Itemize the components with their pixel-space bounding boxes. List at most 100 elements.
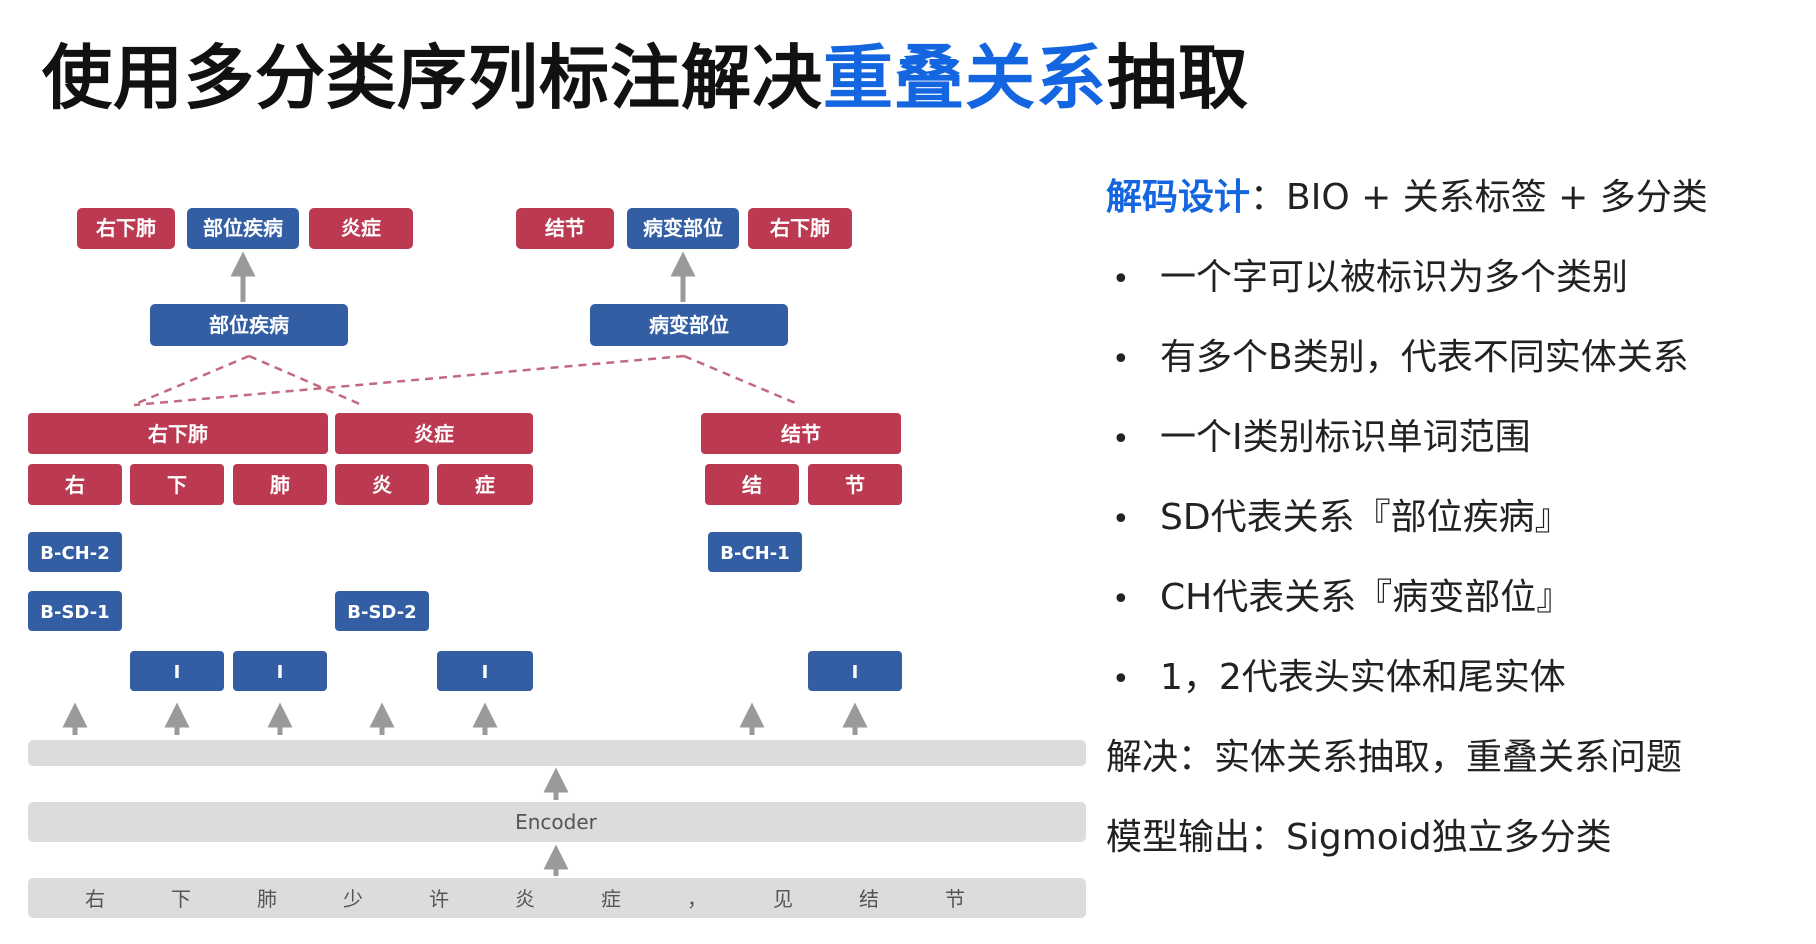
relation-box-left xyxy=(150,304,348,346)
bullet-icon: • xyxy=(1112,662,1130,697)
bullet-text: 一个I类别标识单词范围 xyxy=(1160,417,1531,458)
char-box xyxy=(28,464,122,505)
bullet-item: • 1，2代表头实体和尾实体 xyxy=(1106,638,1806,718)
output-box xyxy=(627,208,739,249)
char-box xyxy=(705,464,799,505)
bullet-icon: • xyxy=(1112,422,1130,457)
input-bar xyxy=(28,878,1086,918)
input-token: 节 xyxy=(945,887,965,911)
char-box xyxy=(808,464,902,505)
output-label: 部位疾病 xyxy=(203,216,283,240)
output-box xyxy=(748,208,852,249)
output-box xyxy=(309,208,413,249)
output-triple-left: 右下肺 部位疾病 炎症 xyxy=(77,208,413,249)
tag-box-i xyxy=(808,651,902,691)
encoder-label: Encoder xyxy=(515,810,598,834)
char-label: 症 xyxy=(475,473,495,497)
hidden-layer-bar xyxy=(28,740,1086,766)
tag-label: I xyxy=(852,662,859,683)
char-label: 节 xyxy=(845,473,865,497)
bullet-text: 1，2代表头实体和尾实体 xyxy=(1160,657,1566,698)
char-label: 右 xyxy=(65,473,85,497)
char-label: 下 xyxy=(167,473,187,497)
char-label: 肺 xyxy=(270,473,290,497)
tag-label: B-SD-2 xyxy=(347,602,416,623)
bullet-icon: • xyxy=(1112,582,1130,617)
tag-arrows xyxy=(62,702,868,735)
output-label: 右下肺 xyxy=(770,216,830,240)
bullet-icon: • xyxy=(1112,262,1130,297)
bullet-item: •一个字可以被标识为多个类别 xyxy=(1106,238,1806,318)
relation-label-right: 病变部位 xyxy=(649,313,729,337)
char-row: 右 下 肺 炎 症 结 节 xyxy=(28,464,902,505)
title-highlight: 重叠关系 xyxy=(823,37,1107,119)
bullet-icon: • xyxy=(1112,342,1130,377)
output-label: 结节 xyxy=(545,216,585,240)
encoder-bar xyxy=(28,802,1086,842)
input-token: 许 xyxy=(429,887,449,911)
output-box xyxy=(516,208,614,249)
tag-label: B-CH-2 xyxy=(40,543,109,564)
input-token: 症 xyxy=(601,887,621,911)
tag-label: I xyxy=(277,662,284,683)
input-token: 见 xyxy=(773,887,793,911)
bullet-item: • 一个I类别标识单词范围 xyxy=(1106,398,1806,478)
output-label: 病变部位 xyxy=(643,216,723,240)
char-label: 结 xyxy=(742,473,762,497)
entity-label: 右下肺 xyxy=(148,422,208,446)
relation-links xyxy=(132,354,801,407)
page-title: 使用多分类序列标注解决重叠关系抽取 xyxy=(42,22,1249,123)
relation-label-left: 部位疾病 xyxy=(209,313,289,337)
tag-label: I xyxy=(174,662,181,683)
output-box xyxy=(77,208,175,249)
char-box xyxy=(335,464,429,505)
input-token: 炎 xyxy=(515,887,535,911)
tag-label: I xyxy=(482,662,489,683)
input-token: 下 xyxy=(171,887,191,911)
bullet-item: • CH代表关系『病变部位』 xyxy=(1106,558,1806,638)
output-box xyxy=(187,208,299,249)
title-part1: 使用多分类序列标注解决 xyxy=(42,37,823,119)
output-triple-right: 结节 病变部位 右下肺 xyxy=(516,208,852,249)
tagging-diagram: 右下肺 部位疾病 炎症 结节 病变部位 右下肺 部位疾病 病变部位 右下肺 炎症… xyxy=(28,208,1086,918)
entity-label: 炎症 xyxy=(414,422,454,446)
tag-label: B-SD-1 xyxy=(40,602,109,623)
entity-bar xyxy=(335,413,533,454)
model-output-line: 模型输出：Sigmoid独立多分类 xyxy=(1106,817,1612,858)
explanation-panel: 解码设计：BIO + 关系标签 + 多分类 •一个字可以被标识为多个类别 • 有多… xyxy=(1106,158,1806,878)
entity-bar xyxy=(28,413,328,454)
input-tokens: 右 下 肺 少 许 炎 症 ， 见 结 节 xyxy=(85,887,965,911)
solve-line: 解决：实体关系抽取，重叠关系问题 xyxy=(1106,737,1683,778)
decode-design-text: ：BIO + 关系标签 + 多分类 xyxy=(1250,177,1708,218)
char-box xyxy=(437,464,533,505)
char-box xyxy=(233,464,327,505)
input-token: 右 xyxy=(85,887,105,911)
input-token: 少 xyxy=(343,887,363,911)
bullet-item: • 有多个B类别，代表不同实体关系 xyxy=(1106,318,1806,398)
tag-box-b-ch-1 xyxy=(708,532,802,572)
relation-box-right xyxy=(590,304,788,346)
entity-label: 结节 xyxy=(781,422,821,446)
char-label: 炎 xyxy=(372,473,392,497)
output-label: 右下肺 xyxy=(96,216,156,240)
char-box xyxy=(130,464,224,505)
tag-boxes: B-CH-2 B-CH-1 B-SD-1 B-SD-2 I I I I xyxy=(28,532,902,691)
tag-box-i xyxy=(233,651,327,691)
input-token: ， xyxy=(687,887,707,911)
bullet-text: 有多个B类别，代表不同实体关系 xyxy=(1160,337,1689,378)
input-token: 肺 xyxy=(257,887,277,911)
decode-design-heading: 解码设计：BIO + 关系标签 + 多分类 xyxy=(1106,158,1806,238)
bullet-item: • SD代表关系『部位疾病』 xyxy=(1106,478,1806,558)
tag-box-i xyxy=(437,651,533,691)
bullet-text: SD代表关系『部位疾病』 xyxy=(1160,497,1571,538)
output-label: 炎症 xyxy=(341,216,381,240)
tag-box-b-ch-2 xyxy=(28,532,122,572)
bullet-text: CH代表关系『病变部位』 xyxy=(1160,577,1573,618)
tag-box-i xyxy=(130,651,224,691)
title-part2: 抽取 xyxy=(1107,37,1249,119)
entity-bar xyxy=(701,413,901,454)
decode-design-label: 解码设计 xyxy=(1106,177,1251,218)
tag-label: B-CH-1 xyxy=(720,543,789,564)
bullet-icon: • xyxy=(1112,502,1130,537)
tag-box-b-sd-1 xyxy=(28,591,122,631)
